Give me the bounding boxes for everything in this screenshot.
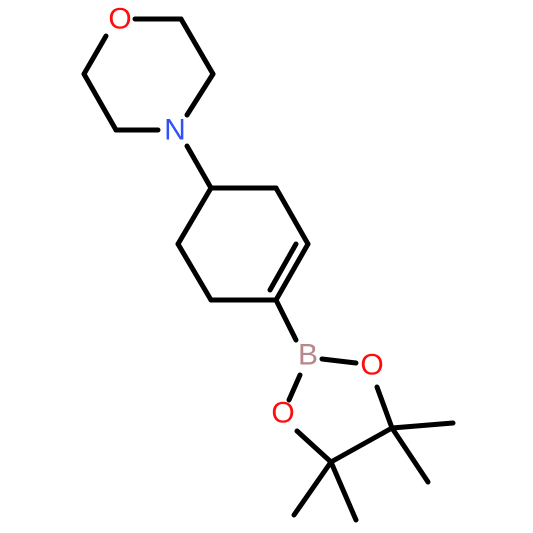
bond-c-n-right bbox=[184, 71, 216, 118]
bond-o-b-left bbox=[286, 372, 303, 403]
oxygen-atom-label-morpholine: O bbox=[108, 3, 131, 36]
bond-ring-double-inner bbox=[267, 241, 299, 293]
oxygen-atom-label-ring-left: O bbox=[271, 397, 294, 430]
bond-ring-upper-left bbox=[175, 185, 214, 247]
methyl-right-lower bbox=[389, 425, 431, 485]
oxygen-atom-label-ring-right: O bbox=[360, 349, 383, 382]
bond-c-b bbox=[273, 297, 299, 343]
nitrogen-atom-label: N bbox=[164, 114, 186, 147]
bond-ring-double-outer bbox=[273, 241, 311, 303]
methyl-groups bbox=[291, 420, 456, 523]
bond-c-o-left bbox=[294, 428, 334, 465]
bond-c-c-left bbox=[81, 71, 119, 133]
atom-labels: O N B O O bbox=[108, 3, 383, 430]
bond-ring-upper-right bbox=[273, 185, 311, 247]
boron-atom-label: B bbox=[298, 339, 318, 372]
bond-c-c-right bbox=[178, 16, 216, 77]
bond-c-o-left bbox=[81, 33, 109, 77]
bond-b-o-right bbox=[319, 356, 359, 366]
bond-ring-lower-left bbox=[175, 241, 214, 303]
methyl-left-lower bbox=[291, 459, 334, 518]
methyl-right-upper bbox=[389, 420, 456, 431]
dioxaborolane-ring bbox=[286, 356, 395, 465]
bond-c-c-quaternary bbox=[328, 425, 395, 465]
bond-n-cyclohexenyl bbox=[184, 143, 214, 191]
methyl-left-bottom bbox=[328, 459, 359, 523]
morpholine-ring bbox=[81, 16, 216, 133]
cyclohexene-ring bbox=[175, 185, 311, 303]
bond-o-c-right bbox=[374, 384, 395, 431]
